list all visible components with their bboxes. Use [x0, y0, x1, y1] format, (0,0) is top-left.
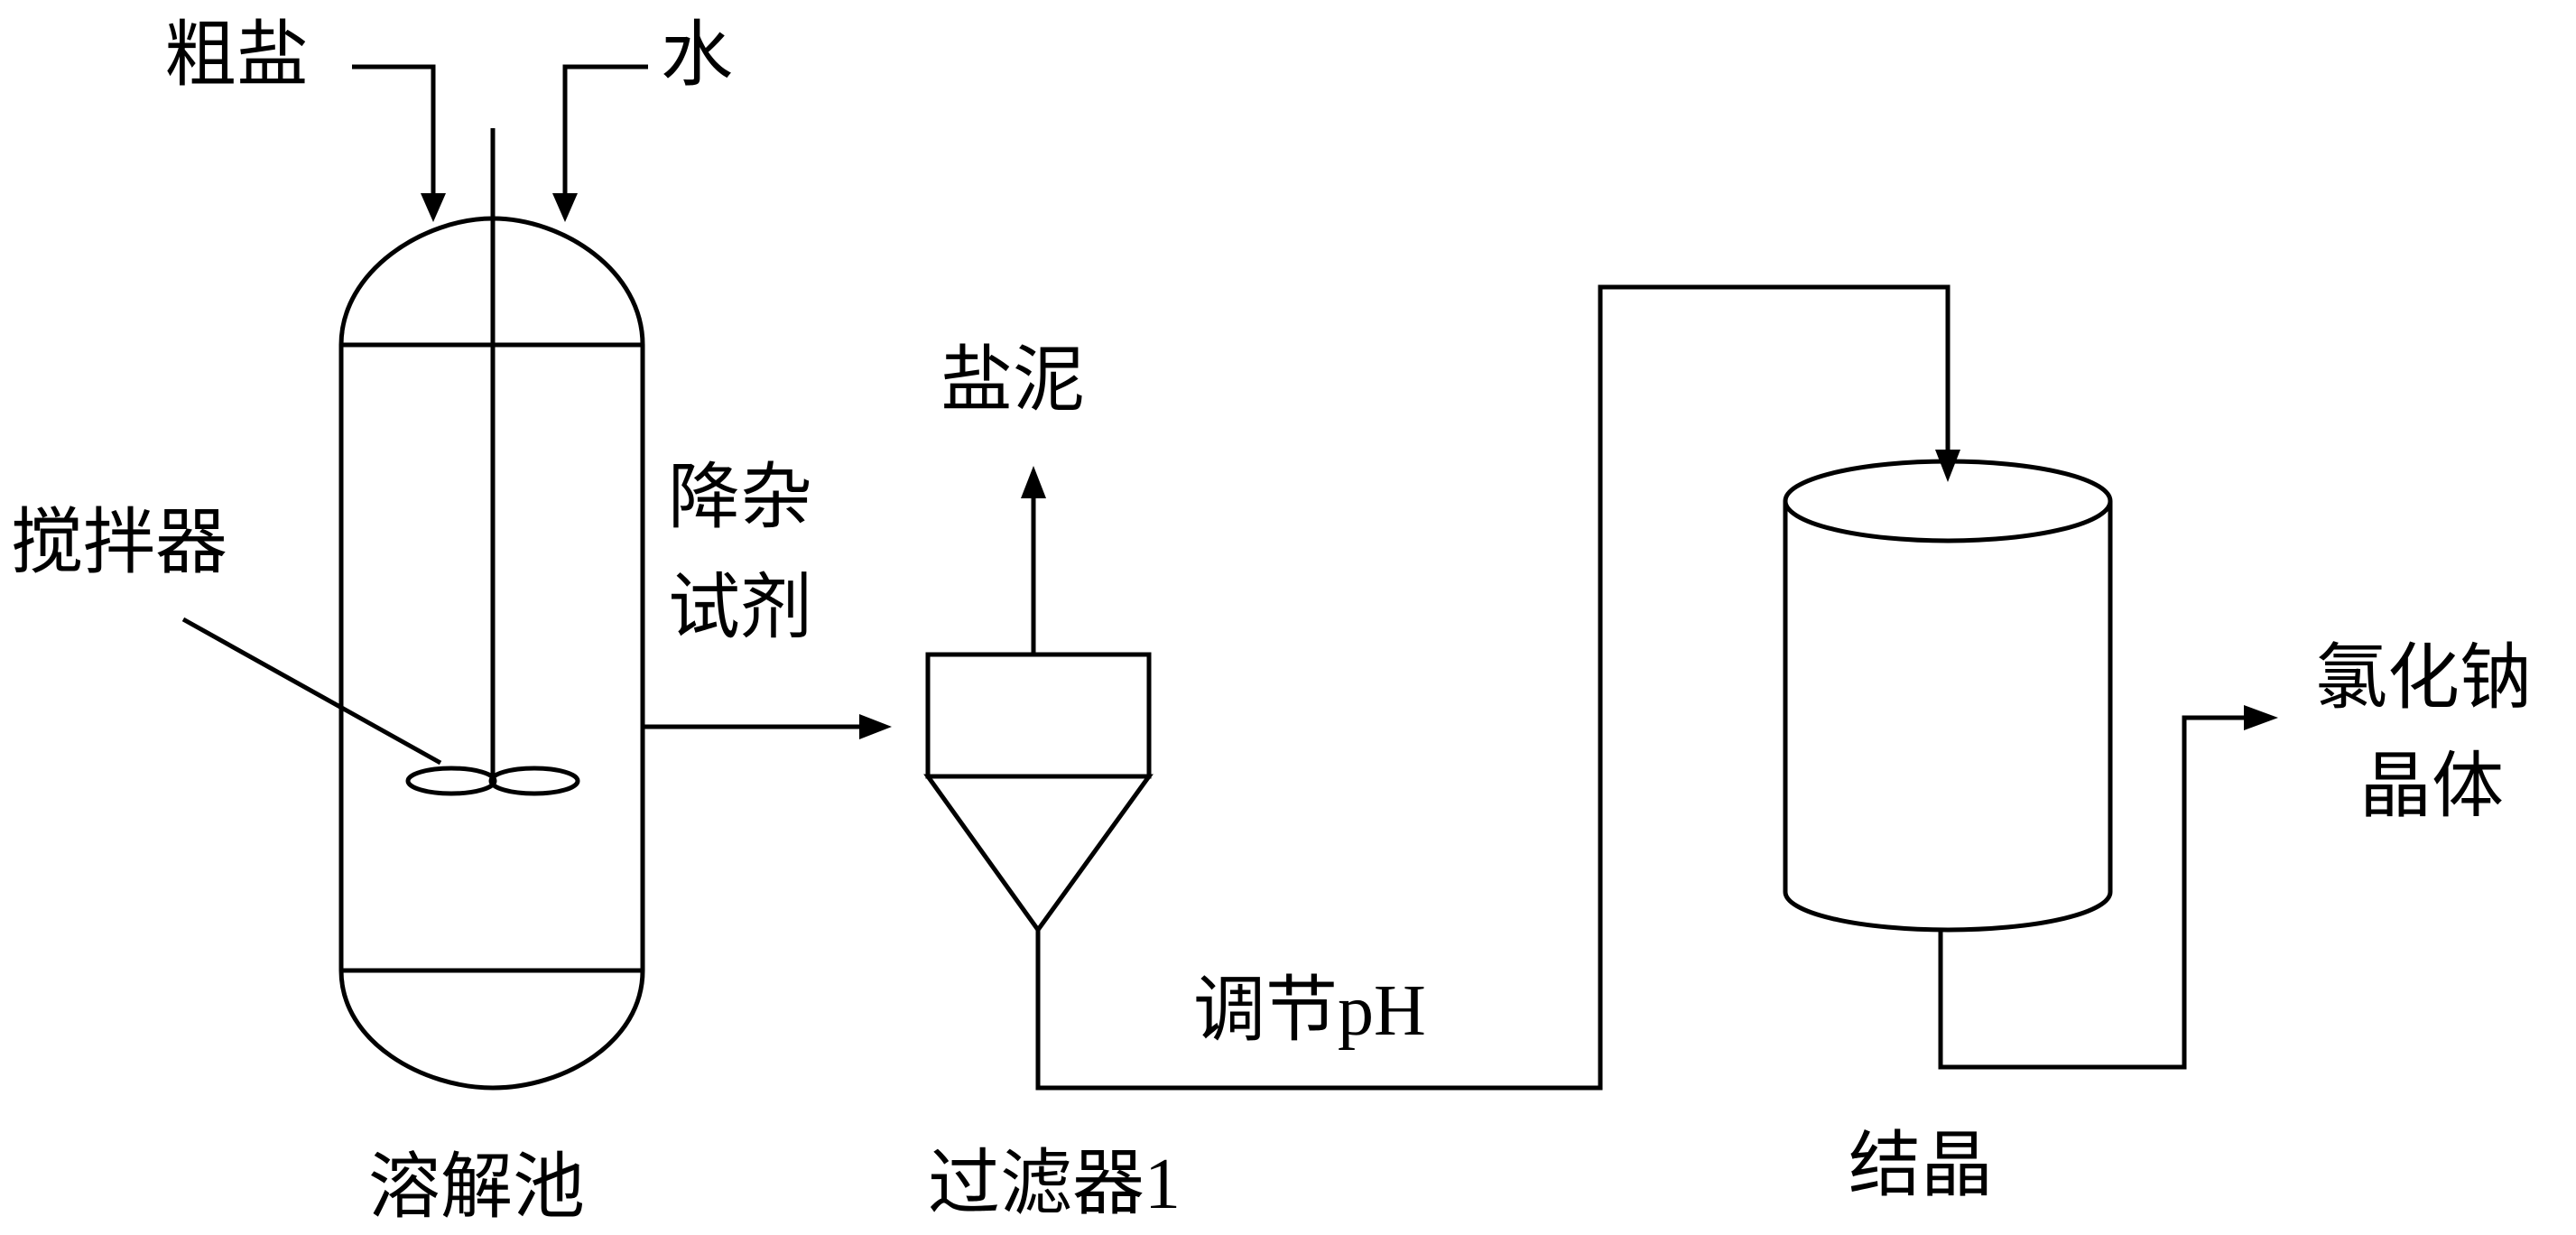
stirrer-label: 搅拌器: [11, 500, 227, 584]
crystallization-label: 结晶: [1849, 1123, 1993, 1207]
impurity-reagent-label-line2: 试剂: [668, 565, 812, 649]
crude-salt-feed: [352, 64, 446, 222]
product-label-line1: 氯化钠: [2315, 636, 2532, 720]
stirrer-leader-line: [181, 617, 442, 766]
water-feed: [552, 64, 648, 222]
adjust-ph-label: 调节pH: [1193, 971, 1426, 1051]
water-label: 水: [661, 13, 733, 97]
filter-to-crystallizer-pipe: [1035, 284, 1960, 1091]
salt-mud-arrow: [1021, 466, 1046, 655]
filter-label: 过滤器1: [928, 1145, 1181, 1224]
crystallizer-tank: [1783, 459, 2113, 933]
filter-1: [923, 652, 1154, 934]
impurity-reagent-label-line1: 降杂: [668, 455, 812, 539]
stirrer: [181, 128, 580, 796]
product-output-arrow: [1938, 705, 2278, 1070]
dissolving-tank-label: 溶解池: [368, 1145, 585, 1229]
product-label-line2: 晶体: [2359, 744, 2504, 828]
tank-to-filter-arrow: [643, 714, 892, 739]
salt-mud-label: 盐泥: [941, 338, 1085, 422]
crude-salt-label: 粗盐: [164, 13, 309, 97]
